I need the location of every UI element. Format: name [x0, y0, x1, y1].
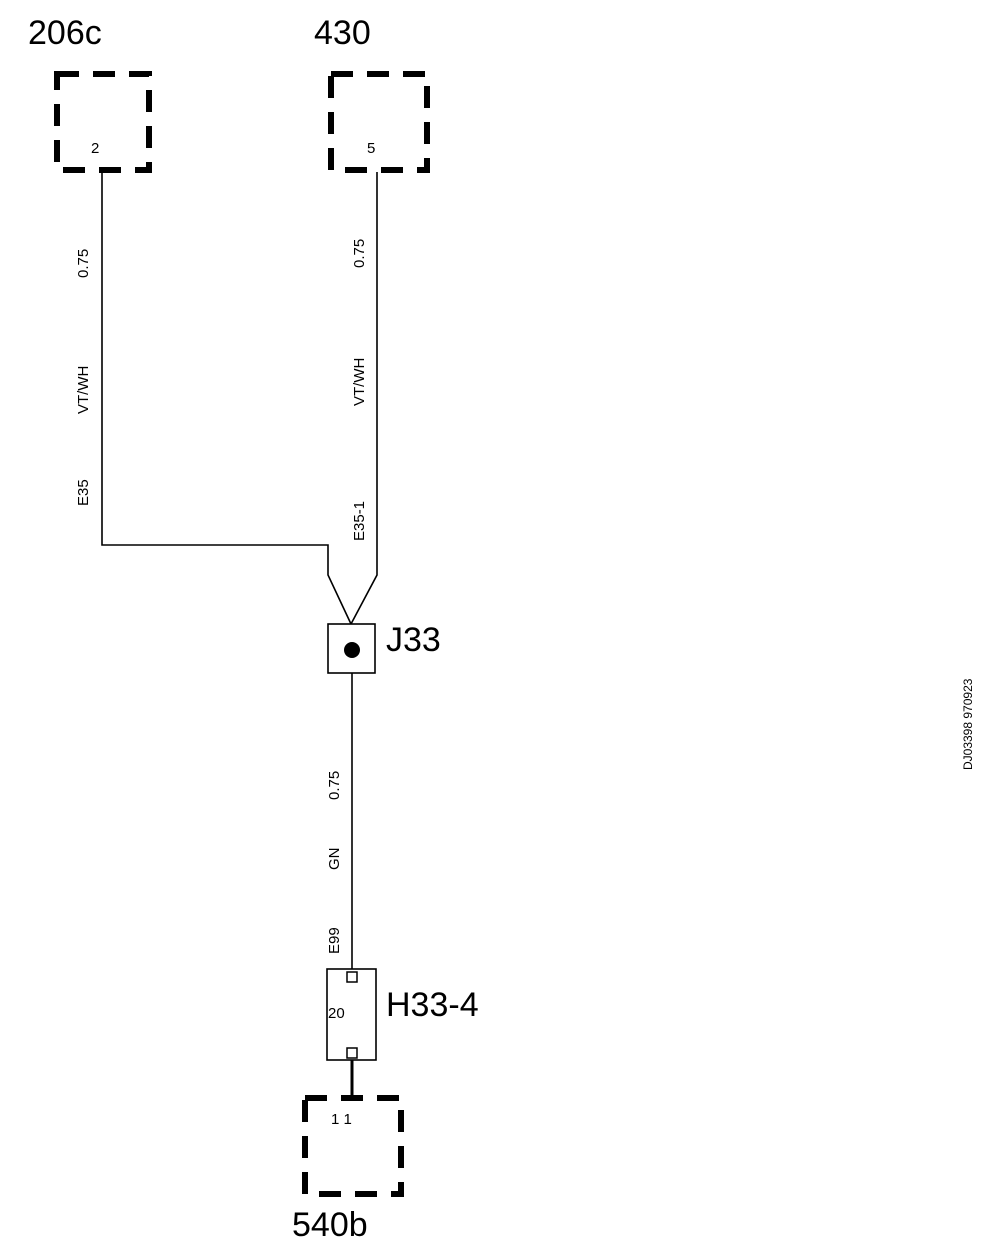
wire-e35-1-labels: 0.75 VT/WH E35-1: [351, 239, 368, 541]
wire-e99-labels: 0.75 GN E99: [326, 771, 343, 954]
wire-e35-labels: 0.75 VT/WH E35: [75, 249, 92, 506]
connector-540b: 1 1 540b: [292, 1095, 404, 1244]
wire-e35-1-id: E35-1: [351, 501, 368, 541]
splice-j33-name: J33: [386, 621, 441, 659]
connector-540b-name: 540b: [292, 1206, 368, 1244]
connector-206c: 206c 2: [28, 14, 152, 173]
connector-206c-name: 206c: [28, 14, 102, 52]
connector-430-box: [328, 71, 430, 173]
connector-430-pin: 5: [367, 140, 375, 157]
wire-e35-1-size: 0.75: [351, 239, 368, 268]
connector-430: 430 5: [314, 14, 430, 173]
wire-e99-id: E99: [326, 927, 343, 954]
wire-e35: [101, 172, 352, 625]
drawing-reference: DJ03398 970923: [961, 678, 975, 770]
component-h33-4-top-terminal: [346, 971, 358, 983]
component-h33-4: 20 H33-4: [326, 968, 479, 1061]
wire-e35-color: VT/WH: [75, 366, 92, 414]
wire-e99-size: 0.75: [326, 771, 343, 800]
splice-j33-dot: [344, 642, 360, 658]
connector-206c-pin: 2: [91, 140, 99, 157]
component-h33-4-box: [326, 968, 377, 1061]
splice-j33: J33: [327, 621, 441, 674]
component-h33-4-name: H33-4: [386, 986, 479, 1024]
connector-206c-box: [54, 71, 152, 173]
component-h33-4-bottom-terminal: [346, 1047, 358, 1059]
connector-430-name: 430: [314, 14, 371, 52]
wire-e35-size: 0.75: [75, 249, 92, 278]
wire-e35-1-color: VT/WH: [351, 358, 368, 406]
connector-540b-pin: 1 1: [331, 1111, 352, 1128]
wire-e99-color: GN: [326, 848, 343, 871]
connector-540b-box: [302, 1095, 404, 1197]
wire-e35-1: [350, 172, 378, 625]
wire-e35-id: E35: [75, 479, 92, 506]
component-h33-4-pin: 20: [328, 1005, 345, 1022]
